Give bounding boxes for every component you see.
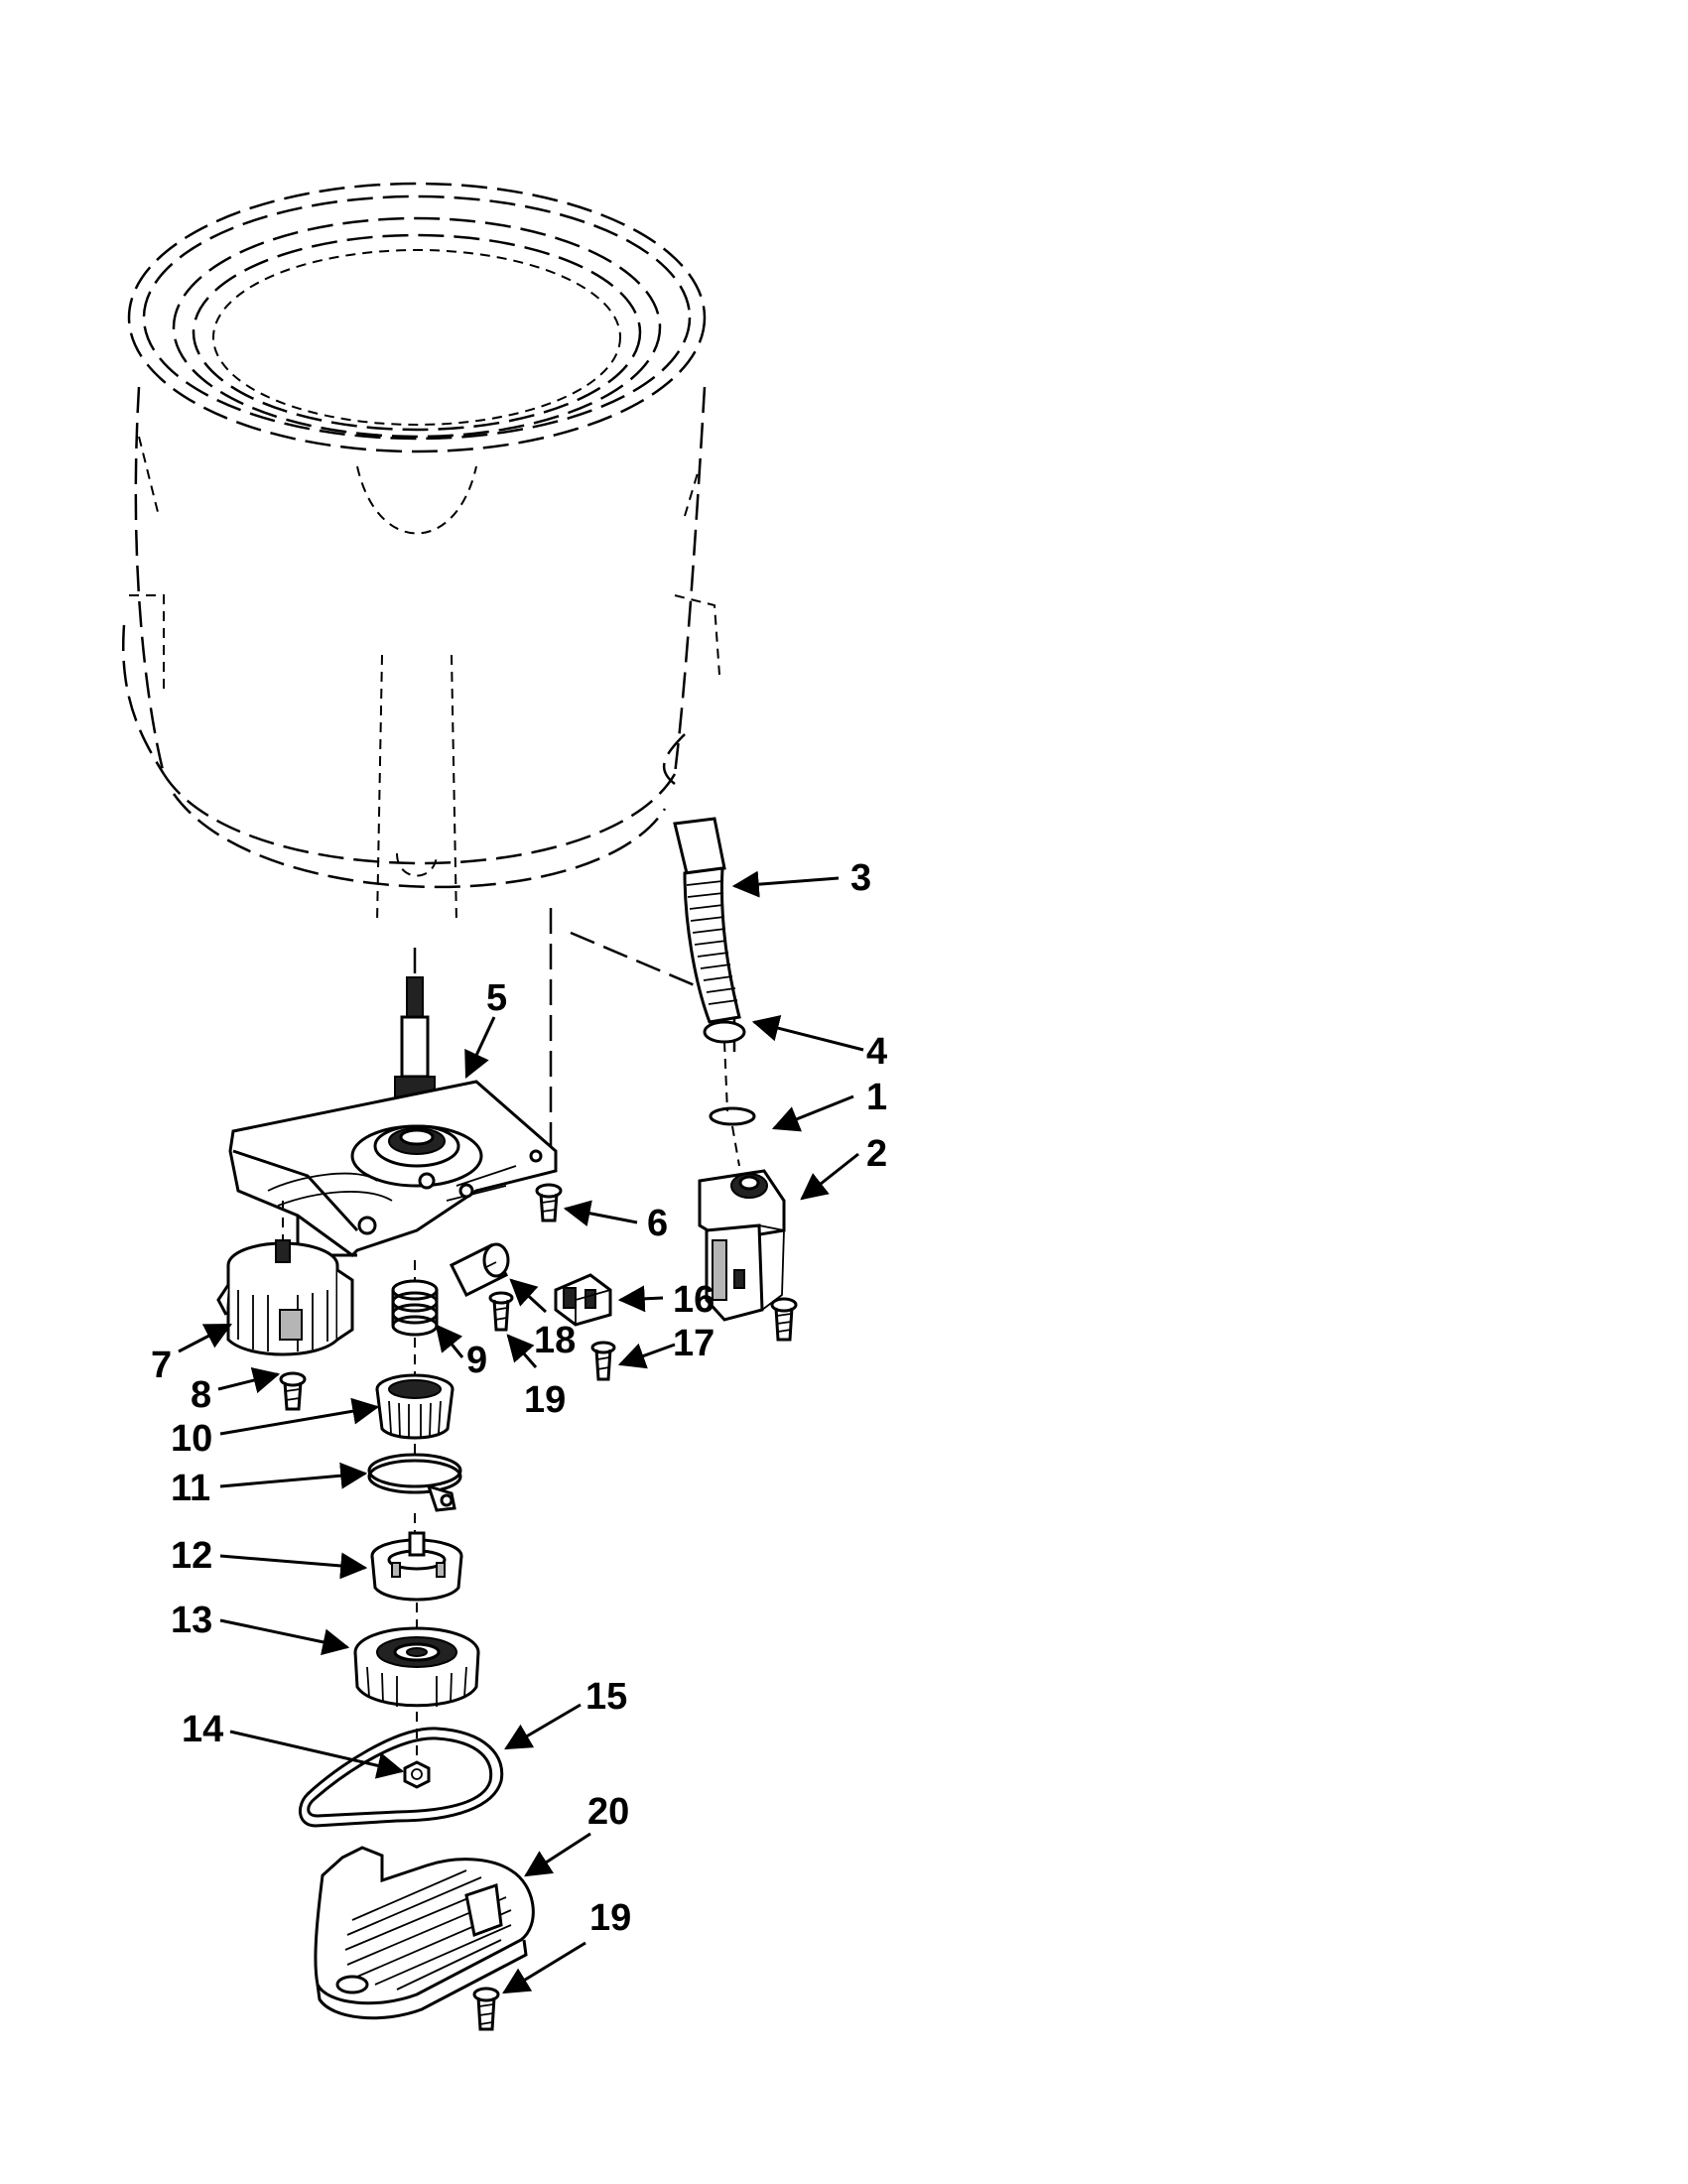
callout-11: 11	[171, 1468, 210, 1509]
brake-band	[367, 1453, 462, 1548]
callout-17: 17	[673, 1323, 714, 1364]
gearcase-mounting-plate	[228, 976, 558, 1257]
hose-clamp	[709, 1106, 756, 1167]
clutch-housing	[370, 1531, 463, 1627]
drain-pump	[698, 1169, 786, 1322]
callout-1: 1	[866, 1077, 887, 1118]
callout-13: 13	[171, 1600, 212, 1641]
clutch-drum	[375, 1373, 454, 1454]
callout-12: 12	[171, 1535, 212, 1577]
clutch-spring	[391, 1260, 439, 1389]
drive-motor	[216, 1201, 354, 1356]
pump-screw	[770, 1297, 798, 1342]
callout-20: 20	[587, 1791, 629, 1833]
callout-6: 6	[647, 1203, 668, 1244]
callout-15: 15	[585, 1676, 627, 1718]
callout-5: 5	[486, 977, 507, 1019]
motor-capacitor	[449, 1242, 510, 1298]
callout-2: 2	[866, 1133, 887, 1175]
drive-belt	[299, 1727, 504, 1828]
leader-lines	[178, 870, 864, 1994]
base-shield	[314, 1846, 535, 2020]
drive-pulley	[353, 1626, 480, 1761]
callout-10: 10	[171, 1418, 212, 1460]
switch-screw	[590, 1341, 616, 1381]
drain-hose	[673, 817, 746, 1112]
plate-screw	[535, 1183, 563, 1222]
callout-labels: 3 4 1 2 5 6 16 17 18 19 7 8 9 10 11 12 1…	[151, 857, 887, 1939]
callout-18: 18	[534, 1320, 576, 1361]
callout-8: 8	[191, 1374, 211, 1416]
lid-switch	[554, 1273, 612, 1327]
callout-4: 4	[866, 1031, 887, 1073]
motor-screw	[279, 1371, 307, 1411]
pulley-nut	[403, 1760, 431, 1789]
callout-19b: 19	[589, 1897, 631, 1939]
callout-3: 3	[850, 857, 871, 899]
callout-14: 14	[182, 1709, 223, 1750]
capacitor-screw	[488, 1291, 514, 1332]
callout-19a: 19	[524, 1379, 566, 1421]
callout-7: 7	[151, 1345, 172, 1386]
shield-screw	[472, 1987, 500, 2031]
callout-16: 16	[673, 1279, 714, 1321]
callout-9: 9	[466, 1340, 487, 1381]
